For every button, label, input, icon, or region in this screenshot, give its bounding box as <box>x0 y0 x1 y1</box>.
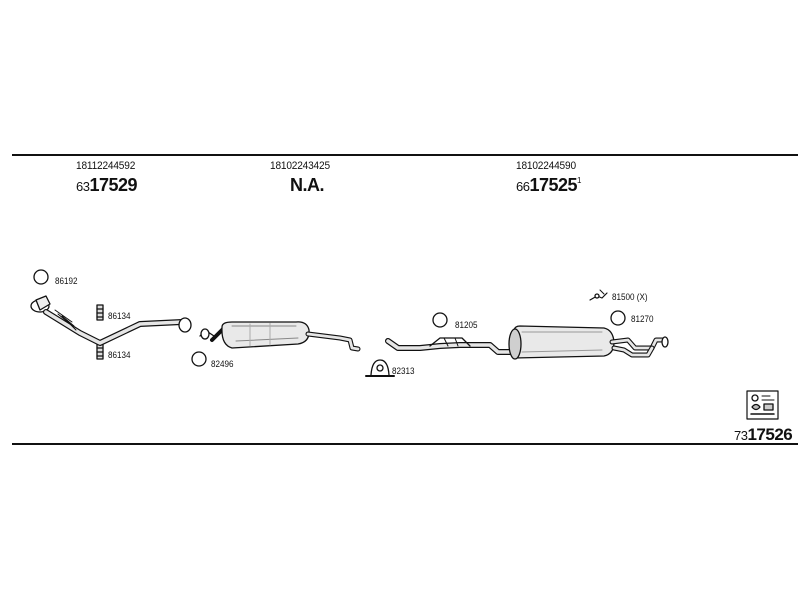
oem-number-2: 18102243425 <box>270 160 330 172</box>
footer-part-code[interactable]: 7317526 <box>734 425 793 445</box>
mounting-part-81500[interactable] <box>589 289 608 301</box>
ring-gasket-81205[interactable] <box>432 312 448 328</box>
code-main: 17529 <box>89 175 138 195</box>
center-silencer[interactable] <box>199 321 361 352</box>
clamp-86134-bottom[interactable] <box>96 343 104 360</box>
oem-number-1: 18112244592 <box>76 160 136 172</box>
part-label-82496[interactable]: 82496 <box>211 359 234 369</box>
mounting-kit-icon[interactable] <box>746 390 779 420</box>
top-rule <box>12 154 798 156</box>
part-label-81205[interactable]: 81205 <box>455 320 478 330</box>
code-main: 17526 <box>747 425 793 444</box>
part-code-2[interactable]: N.A. <box>290 175 325 196</box>
code-prefix: 63 <box>76 179 90 194</box>
pipe-clamp-82313[interactable] <box>365 359 395 377</box>
clamp-86134-top[interactable] <box>96 304 104 321</box>
ring-gasket-82496[interactable] <box>191 351 207 367</box>
part-label-86192[interactable]: 86192 <box>55 276 78 286</box>
part-label-81500[interactable]: 81500 (X) <box>612 292 648 302</box>
oem-number-3: 18102244590 <box>516 160 576 172</box>
part-label-86134-bottom[interactable]: 86134 <box>108 350 131 360</box>
rear-silencer[interactable] <box>508 325 669 360</box>
part-code-1[interactable]: 6317529 <box>76 175 138 196</box>
code-main: N.A. <box>290 175 325 195</box>
part-label-86134-top[interactable]: 86134 <box>108 311 131 321</box>
front-pipe[interactable] <box>30 295 192 346</box>
part-label-81270[interactable]: 81270 <box>631 314 654 324</box>
code-prefix: 66 <box>516 179 530 194</box>
part-code-3[interactable]: 66175251 <box>516 175 581 196</box>
part-label-82313[interactable]: 82313 <box>392 366 415 376</box>
code-main: 17525 <box>529 175 578 195</box>
code-prefix: 73 <box>734 428 748 443</box>
bottom-rule <box>12 443 798 445</box>
ring-gasket-86192[interactable] <box>33 269 49 285</box>
ring-gasket-81270[interactable] <box>610 310 626 326</box>
intermediate-pipe[interactable] <box>385 337 515 355</box>
code-suffix: 1 <box>577 176 581 185</box>
